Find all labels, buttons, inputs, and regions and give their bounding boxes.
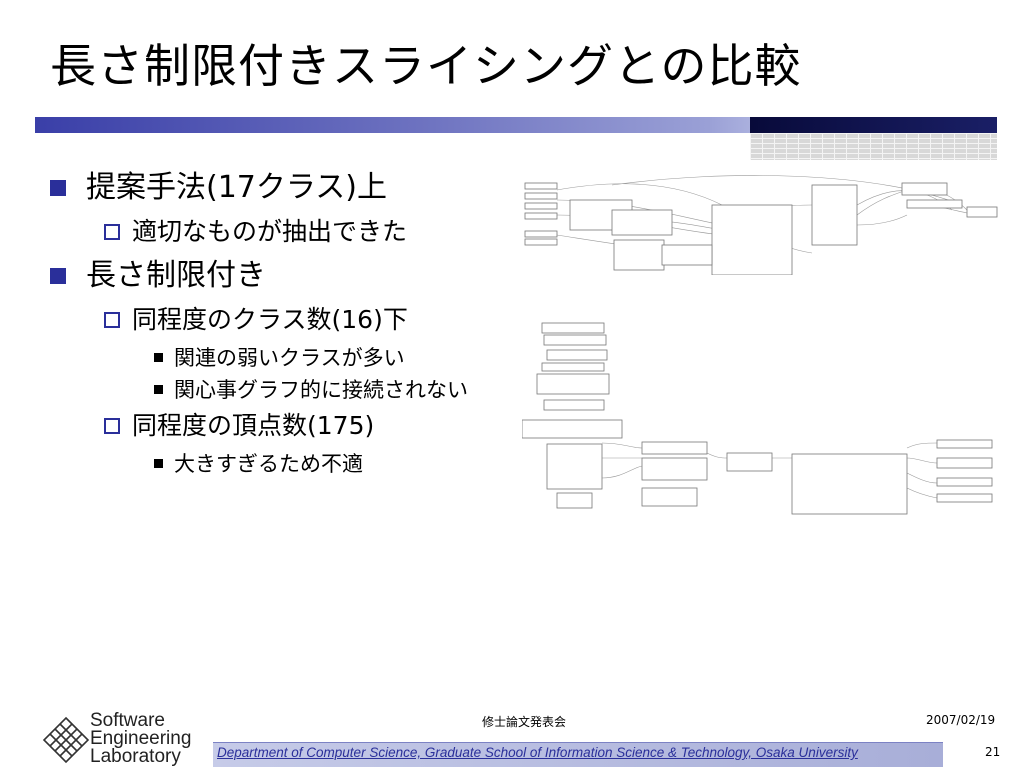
logo-line-software: Software [90, 710, 165, 731]
title-bar-dark [750, 117, 997, 133]
graph-nodes [524, 182, 998, 275]
page-title: 長さ制限付きスライシングとの比較 [50, 39, 802, 93]
bullet-length-limited: 長さ制限付き [50, 256, 510, 296]
sub-bullet-same-class-count: 同程度のクラス数(16)下 [50, 302, 510, 338]
bullet-proposed-method: 提案手法(17クラス)上 [50, 168, 510, 208]
sub-sub-bullet-weak-relations: 関連の弱いクラスが多い [50, 344, 504, 372]
sub-sub-bullet-too-large: 大きすぎるため不適 [50, 450, 504, 478]
logo-line-engineering: Engineering [90, 728, 192, 749]
logo-text: Software Engineering Laboratory [90, 710, 192, 767]
sub-sub-bullet-not-connected: 関心事グラフ的に接続されない [50, 376, 504, 404]
title-grid-decoration [750, 133, 997, 160]
graph-nodes-2 [522, 322, 993, 515]
concern-graph-proposed [524, 175, 998, 275]
logo-line-laboratory: Laboratory [90, 746, 181, 767]
footer-date: 2007/02/19 [926, 713, 996, 727]
concern-graph-length-limited [522, 322, 993, 515]
sub-bullet-extracted: 適切なものが抽出できた [50, 214, 510, 250]
footer-department: Department of Computer Science, Graduate… [217, 745, 858, 760]
footer-event: 修士論文発表会 [482, 715, 567, 729]
sub-bullet-same-vertex-count: 同程度の頂点数(175) [50, 408, 510, 444]
footer-band [213, 742, 943, 767]
page-number: 21 [985, 745, 1001, 759]
bullet-list: 提案手法(17クラス)上 適切なものが抽出できた 長さ制限付き 同程度のクラス数… [50, 168, 510, 482]
graph-edges-2 [601, 442, 938, 499]
lattice-logo-icon [42, 716, 90, 764]
